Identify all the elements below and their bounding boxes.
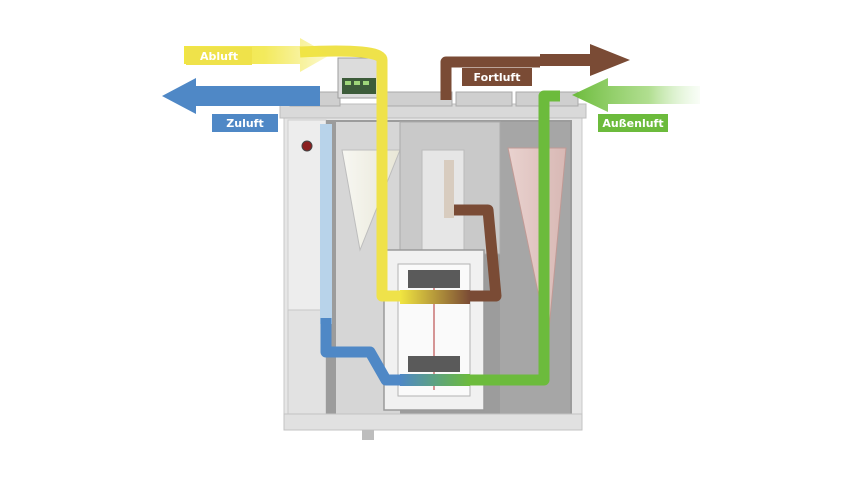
label-aussenluft: Außenluft <box>598 114 668 132</box>
fan-upper <box>408 270 460 288</box>
svg-text:Abluft: Abluft <box>200 50 238 63</box>
fortluft-arrow <box>540 44 630 76</box>
fan-lower <box>408 356 460 372</box>
zuluft-flow <box>320 124 470 386</box>
svg-text:Außenluft: Außenluft <box>602 117 663 130</box>
label-abluft: Abluft <box>186 47 252 65</box>
svg-text:Fortluft: Fortluft <box>474 71 521 84</box>
right-filter <box>507 147 567 341</box>
duct-collar-3 <box>455 91 513 107</box>
status-indicator-icon <box>301 140 313 152</box>
bottom-rail <box>283 413 583 431</box>
aussenluft-flow <box>470 90 560 386</box>
fortluft-flow <box>440 56 540 302</box>
drain-connector <box>362 430 374 440</box>
label-zuluft: Zuluft <box>212 114 278 132</box>
zuluft-arrow <box>162 78 320 114</box>
aussenluft-arrow <box>572 78 700 112</box>
center-upper-box <box>421 149 465 251</box>
left-lower-panel <box>287 309 327 427</box>
label-fortluft: Fortluft <box>462 68 532 86</box>
control-box-icon <box>337 57 383 99</box>
svg-text:Zuluft: Zuluft <box>226 117 263 130</box>
